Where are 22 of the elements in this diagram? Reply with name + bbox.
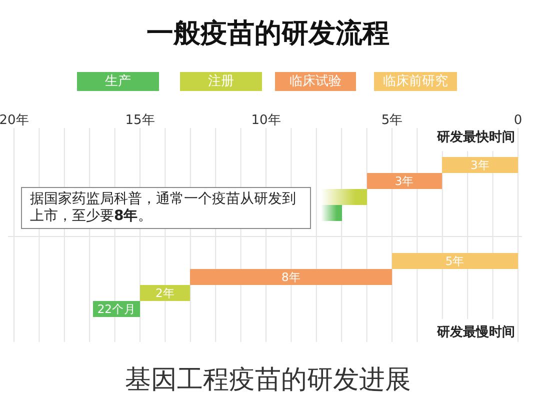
timeline-bar (321, 189, 367, 205)
timeline-bar: 3年 (366, 173, 442, 189)
timeline-bar: 2年 (140, 285, 190, 301)
timeline-bar: 22个月 (93, 301, 140, 317)
legend-label: 生产 (105, 73, 131, 90)
axis-tick-label: 15年 (125, 113, 155, 129)
axis-tick-label: 20年 (0, 113, 29, 129)
caption: 基因工程疫苗的研发进展 (125, 364, 411, 396)
note-box: 据国家药监局科普，通常一个疫苗从研发到上市，至少要8年。 (21, 187, 311, 229)
timeline-bar: 3年 (442, 157, 518, 173)
timeline-bar: 5年 (392, 253, 518, 269)
legend-label: 临床前研究 (383, 73, 448, 90)
timeline-bar: 8年 (190, 269, 392, 285)
row-label: 研发最快时间 (436, 130, 516, 146)
timeline-bar (321, 205, 342, 221)
axis-tick-label: 10年 (251, 113, 281, 129)
axis-tick-label: 5年 (381, 113, 403, 129)
axis-tick-label: 0 (514, 113, 522, 129)
legend-label: 临床试验 (290, 73, 342, 90)
title: 一般疫苗的研发流程 (146, 17, 390, 51)
row-label: 研发最慢时间 (436, 325, 516, 341)
legend-label: 注册 (208, 73, 234, 90)
